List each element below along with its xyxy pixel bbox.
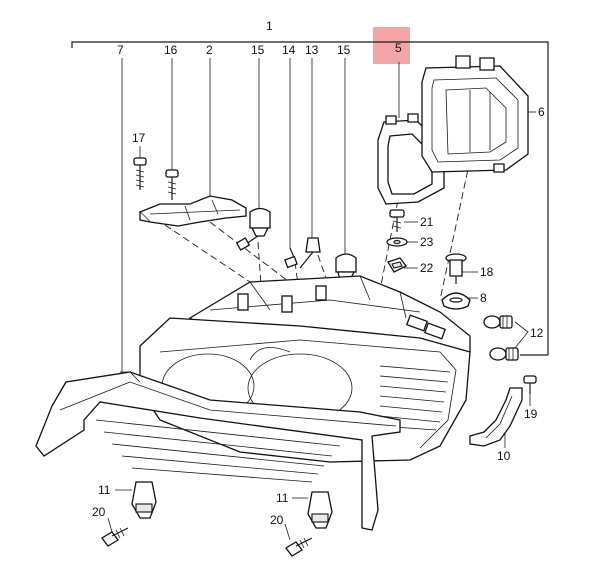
screw-16: [165, 169, 179, 200]
clip-11-left: [131, 481, 157, 519]
dash-bracket-to-housing: [164, 224, 251, 283]
bracket-10: [469, 387, 523, 447]
label-7: 7: [117, 43, 124, 57]
rear-cover-6: [421, 55, 529, 173]
label-11a: 11: [98, 483, 111, 497]
dash-cover-6: [439, 159, 471, 301]
label-13: 13: [305, 43, 319, 57]
bulb-13: [299, 237, 321, 269]
label-22: 22: [420, 261, 434, 275]
label-23: 23: [420, 235, 434, 249]
label-20b: 20: [270, 513, 284, 527]
screw-17: [133, 157, 147, 190]
label-5: 5: [395, 41, 402, 55]
dash-bulb-13: [317, 254, 331, 291]
label-2: 2: [206, 43, 213, 57]
screw-20-right: [285, 537, 313, 557]
label-15a: 15: [251, 43, 265, 57]
screw-19: [523, 375, 537, 394]
trim-frame-7: [35, 371, 401, 531]
clip-nut-22: [387, 257, 407, 273]
screw-20-left: [101, 527, 129, 547]
label-5-highlight: [373, 27, 410, 64]
label-14: 14: [282, 43, 296, 57]
screw-21: [389, 209, 405, 232]
label-15b: 15: [337, 43, 351, 57]
label-20a: 20: [92, 505, 106, 519]
label-6: 6: [538, 105, 545, 119]
grommet-8: [441, 292, 471, 310]
headlight-housing-1: [95, 275, 471, 483]
dash-bracket-to-housing-2: [209, 221, 301, 291]
bulb-12-lower: [489, 347, 519, 361]
bulb-14: [284, 247, 298, 269]
group-bracket-1: [71, 41, 549, 355]
label-21: 21: [420, 215, 434, 229]
label-18: 18: [480, 265, 494, 279]
label-17: 17: [132, 131, 146, 145]
bracket-2: [138, 195, 247, 227]
label-8: 8: [480, 291, 487, 305]
dash-bulb-14: [294, 261, 301, 301]
bulb-15-left: [235, 207, 271, 251]
clip-11-right: [307, 491, 333, 529]
leader-20a: [107, 517, 113, 533]
label-1: 1: [266, 19, 273, 33]
label-19: 19: [524, 407, 538, 421]
label-10: 10: [497, 449, 511, 463]
label-16: 16: [164, 43, 178, 57]
label-12: 12: [530, 326, 544, 340]
spreader-18: [445, 253, 467, 284]
label-11b: 11: [276, 491, 289, 505]
washer-23: [386, 237, 408, 247]
leader-12: [514, 321, 529, 349]
leader-20b: [284, 523, 291, 541]
bulb-12-upper: [483, 315, 513, 329]
